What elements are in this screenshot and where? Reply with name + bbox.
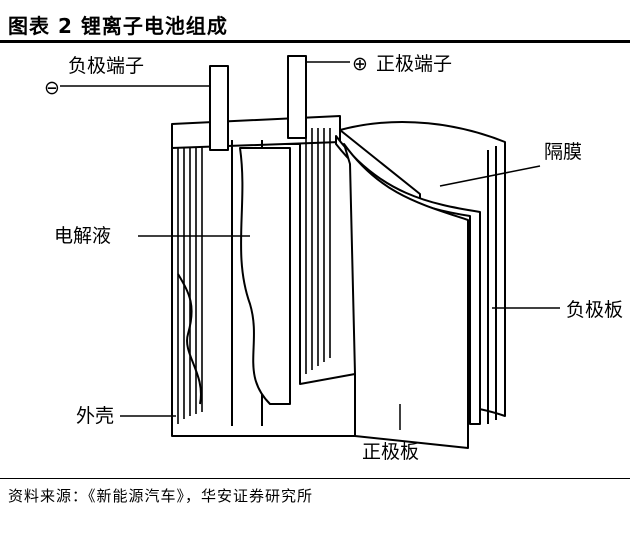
- label-negative-terminal: 负极端子: [68, 55, 144, 77]
- source-divider: [0, 478, 630, 479]
- battery-diagram: ⊖ 负极端子 ⊕ 正极端子 隔膜 电解液 负极板 外壳 正极板: [44, 53, 623, 463]
- label-positive-terminal: 正极端子: [376, 53, 452, 75]
- label-negative-plate: 负极板: [566, 299, 623, 321]
- plus-symbol: ⊕: [352, 53, 368, 75]
- negative-terminal-post: [209, 65, 229, 151]
- minus-symbol: ⊖: [44, 77, 60, 99]
- source-note: 资料来源：《新能源汽车》，华安证券研究所: [8, 487, 314, 505]
- title-divider: [0, 40, 630, 43]
- label-casing: 外壳: [76, 405, 114, 427]
- label-separator: 隔膜: [544, 141, 582, 163]
- top-bar: [171, 115, 341, 149]
- electrolyte-region: [239, 147, 291, 405]
- positive-terminal-post: [287, 55, 307, 139]
- label-positive-plate: 正极板: [362, 441, 419, 463]
- label-electrolyte: 电解液: [54, 225, 111, 247]
- positive-plate-sheet: [343, 143, 469, 449]
- figure-title: 图表 2 锂离子电池组成: [8, 14, 228, 38]
